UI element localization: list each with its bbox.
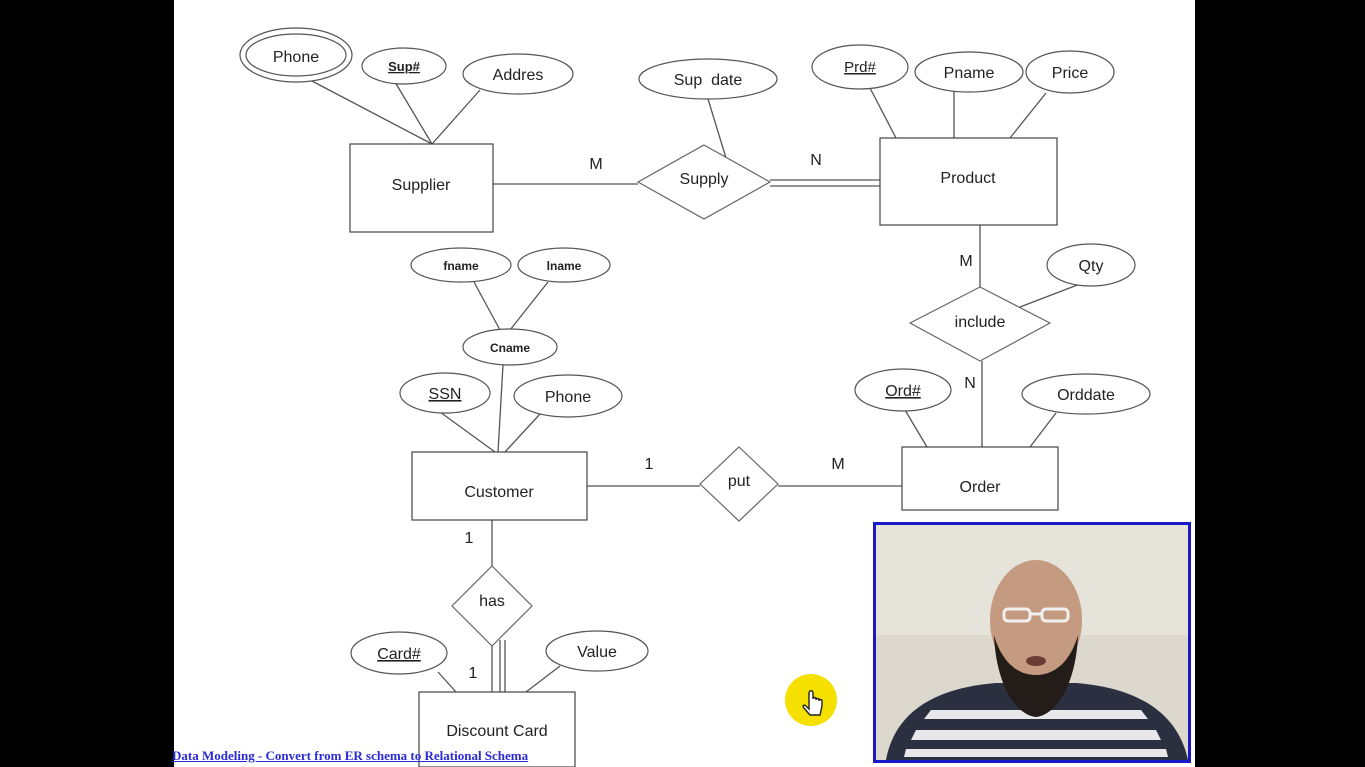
attribute-label: Cname bbox=[490, 341, 530, 355]
relationship-label: include bbox=[955, 314, 1006, 331]
attribute-label: Price bbox=[1052, 65, 1089, 82]
cardinality-label: N bbox=[810, 152, 822, 169]
cardinality-label: 1 bbox=[465, 530, 474, 547]
attribute-ord-no: Ord# bbox=[854, 368, 952, 412]
cardinality-label: M bbox=[959, 253, 972, 270]
entity-label: Order bbox=[960, 479, 1002, 496]
attribute-label: lname bbox=[547, 259, 582, 273]
attribute-label: Card# bbox=[377, 646, 421, 663]
cardinality-label: 1 bbox=[469, 665, 478, 682]
attribute-lname: lname bbox=[517, 247, 611, 283]
attribute-pname: Pname bbox=[914, 51, 1024, 93]
attribute-label: Phone bbox=[273, 49, 319, 66]
entity-label: Product bbox=[940, 170, 996, 187]
attribute-fname: fname bbox=[410, 247, 512, 283]
cardinality-label: 1 bbox=[645, 456, 654, 473]
hand-pointer-icon bbox=[785, 674, 837, 726]
cardinality-label: M bbox=[589, 156, 602, 173]
connector-lines bbox=[309, 79, 1081, 693]
entity-order: Order bbox=[901, 446, 1059, 511]
relationship-label: put bbox=[728, 473, 751, 490]
attribute-label: Pname bbox=[944, 65, 995, 82]
entity-customer: Customer bbox=[411, 451, 588, 521]
entity-product: Product bbox=[879, 137, 1058, 226]
cardinality-label: M bbox=[831, 456, 844, 473]
relationship-label: Supply bbox=[680, 171, 729, 188]
attribute-label: Ord# bbox=[885, 383, 921, 400]
entity-label: Supplier bbox=[392, 177, 451, 194]
attribute-label: Orddate bbox=[1057, 387, 1115, 404]
attribute-qty: Qty bbox=[1046, 243, 1136, 287]
entity-supplier: Supplier bbox=[349, 143, 494, 233]
attribute-orddate: Orddate bbox=[1021, 373, 1151, 415]
relationship-include: include bbox=[908, 286, 1052, 362]
attribute-value: Value bbox=[545, 630, 649, 672]
entity-discount-card: Discount Card bbox=[418, 691, 576, 767]
relationship-has: has bbox=[451, 565, 533, 647]
attribute-label: Prd# bbox=[844, 59, 876, 76]
attribute-label: Value bbox=[577, 644, 617, 661]
cardinality-labels: M N M N 1 M 1 1 bbox=[465, 152, 976, 682]
relationship-label: has bbox=[479, 593, 505, 610]
er-diagram: Supplier Product Customer Order Discount… bbox=[239, 27, 1151, 767]
webcam-overlay bbox=[873, 522, 1191, 763]
attribute-prd-no: Prd# bbox=[811, 44, 909, 90]
attribute-card-no: Card# bbox=[350, 631, 448, 675]
attribute-addres: Addres bbox=[462, 53, 574, 95]
attribute-phone-multivalued: Phone bbox=[239, 27, 353, 83]
slide: Supplier Product Customer Order Discount… bbox=[174, 0, 1195, 767]
presenter-image bbox=[876, 525, 1188, 760]
entity-label: Customer bbox=[464, 484, 534, 501]
attribute-label: Addres bbox=[493, 67, 544, 84]
attribute-label: Qty bbox=[1079, 258, 1104, 275]
attribute-sup-no: Sup# bbox=[361, 47, 447, 85]
relationship-supply: Supply bbox=[636, 144, 772, 220]
footer-link[interactable]: Data Modeling - Convert from ER schema t… bbox=[172, 748, 529, 763]
attribute-label: fname bbox=[443, 259, 479, 273]
cursor-highlight bbox=[784, 673, 838, 727]
relationship-put: put bbox=[699, 446, 779, 522]
attribute-price: Price bbox=[1025, 50, 1115, 94]
attribute-label: Phone bbox=[545, 389, 591, 406]
attribute-sup-date: Sup date bbox=[638, 58, 778, 100]
attribute-phone-customer: Phone bbox=[513, 374, 623, 418]
attribute-label: Sup date bbox=[674, 72, 743, 89]
attribute-cname: Cname bbox=[462, 328, 558, 366]
attribute-label: Sup# bbox=[388, 59, 421, 74]
entity-label: Discount Card bbox=[446, 723, 547, 740]
cardinality-label: N bbox=[964, 375, 976, 392]
attribute-ssn: SSN bbox=[399, 372, 491, 414]
attribute-label: SSN bbox=[429, 386, 462, 403]
